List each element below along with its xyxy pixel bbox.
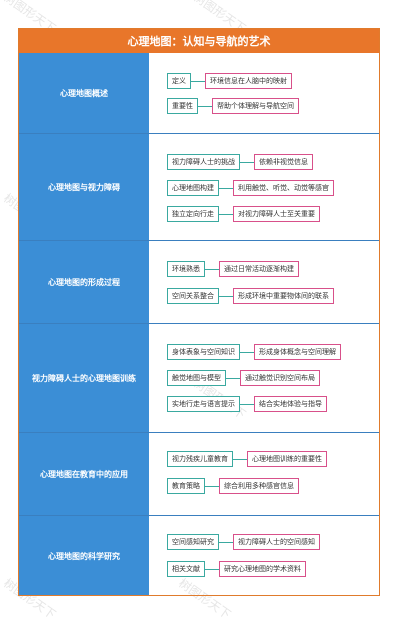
topic-row: 视力障碍人士的挑战 依赖非视觉信息 [167,154,313,170]
topic-label: 心理地图构建 [167,180,219,196]
topic-description: 帮助个体理解与导航空间 [212,98,299,114]
connector-line [219,295,233,297]
page-title: 心理地图：认知与导航的艺术 [19,29,379,53]
topic-row: 环境熟悉 通过日常活动逐渐构建 [167,261,299,277]
connector-line [219,541,233,543]
topic-row: 重要性 帮助个体理解与导航空间 [167,98,299,114]
topic-row: 视力残疾儿童教育 心理地图训练的重要性 [167,451,327,467]
topic-label: 视力残疾儿童教育 [167,451,233,467]
connector-line [219,213,233,215]
connector-line [240,403,254,405]
connector-line [226,377,240,379]
section-formation: 心理地图的形成过程 环境熟悉 通过日常活动逐渐构建 空间关系整合 形成环境中重要… [19,241,379,324]
topic-row: 教育策略 综合利用多种感官信息 [167,478,299,494]
topic-row: 独立定向行走 对视力障碍人士至关重要 [167,206,320,222]
topic-description: 通过日常活动逐渐构建 [219,261,299,277]
topic-description: 环境信息在人脑中的映射 [205,73,292,89]
connector-line [240,161,254,163]
section-visual-impairment: 心理地图与视力障碍 视力障碍人士的挑战 依赖非视觉信息 心理地图构建 利用触觉、… [19,134,379,241]
topic-row: 空间感知研究 视力障碍人士的空间感知 [167,534,320,550]
connector-line [205,485,219,487]
category-label: 心理地图概述 [19,53,149,133]
topic-label: 教育策略 [167,478,205,494]
connector-line [205,268,219,270]
topic-label: 定义 [167,73,191,89]
topic-row: 心理地图构建 利用触觉、听觉、动觉等感官 [167,180,334,196]
topic-label: 视力障碍人士的挑战 [167,154,240,170]
topic-description: 利用触觉、听觉、动觉等感官 [233,180,334,196]
topic-description: 结合实地体验与指导 [254,396,327,412]
connector-line [240,351,254,353]
topic-description: 视力障碍人士的空间感知 [233,534,320,550]
category-label: 心理地图的形成过程 [19,241,149,323]
category-label: 视力障碍人士的心理地图训练 [19,324,149,432]
section-overview: 心理地图概述 定义 环境信息在人脑中的映射 重要性 帮助个体理解与导航空间 [19,53,379,134]
connector-line [191,80,205,82]
category-label: 心理地图与视力障碍 [19,134,149,240]
topic-row: 定义 环境信息在人脑中的映射 [167,73,292,89]
topic-description: 心理地图训练的重要性 [247,451,327,467]
category-label: 心理地图的科学研究 [19,516,149,595]
topic-row: 触觉地图与模型 通过触觉识别空间布局 [167,370,320,386]
topic-row: 身体表象与空间知识 形成身体概念与空间理解 [167,344,341,360]
connector-line [205,568,219,570]
section-research: 心理地图的科学研究 空间感知研究 视力障碍人士的空间感知 相关文献 研究心理地图… [19,516,379,595]
topic-description: 研究心理地图的学术资料 [219,561,306,577]
topic-row: 实地行走与语言提示 结合实地体验与指导 [167,396,327,412]
topic-label: 触觉地图与模型 [167,370,226,386]
mindmap-frame: 心理地图：认知与导航的艺术 心理地图概述 定义 环境信息在人脑中的映射 重要性 … [18,28,380,596]
topic-label: 重要性 [167,98,198,114]
section-training: 视力障碍人士的心理地图训练 身体表象与空间知识 形成身体概念与空间理解 触觉地图… [19,324,379,433]
connector-line [233,458,247,460]
category-label: 心理地图在教育中的应用 [19,433,149,515]
connector-line [198,105,212,107]
topic-row: 相关文献 研究心理地图的学术资料 [167,561,306,577]
topic-label: 环境熟悉 [167,261,205,277]
topic-label: 空间关系整合 [167,288,219,304]
topic-label: 实地行走与语言提示 [167,396,240,412]
topic-description: 对视力障碍人士至关重要 [233,206,320,222]
topic-row: 空间关系整合 形成环境中重要物体间的联系 [167,288,334,304]
topic-description: 形成环境中重要物体间的联系 [233,288,334,304]
topic-description: 依赖非视觉信息 [254,154,313,170]
topic-description: 综合利用多种感官信息 [219,478,299,494]
topic-label: 身体表象与空间知识 [167,344,240,360]
topic-label: 相关文献 [167,561,205,577]
connector-line [219,187,233,189]
topic-description: 形成身体概念与空间理解 [254,344,341,360]
topic-label: 独立定向行走 [167,206,219,222]
section-education: 心理地图在教育中的应用 视力残疾儿童教育 心理地图训练的重要性 教育策略 综合利… [19,433,379,516]
topic-label: 空间感知研究 [167,534,219,550]
topic-description: 通过触觉识别空间布局 [240,370,320,386]
